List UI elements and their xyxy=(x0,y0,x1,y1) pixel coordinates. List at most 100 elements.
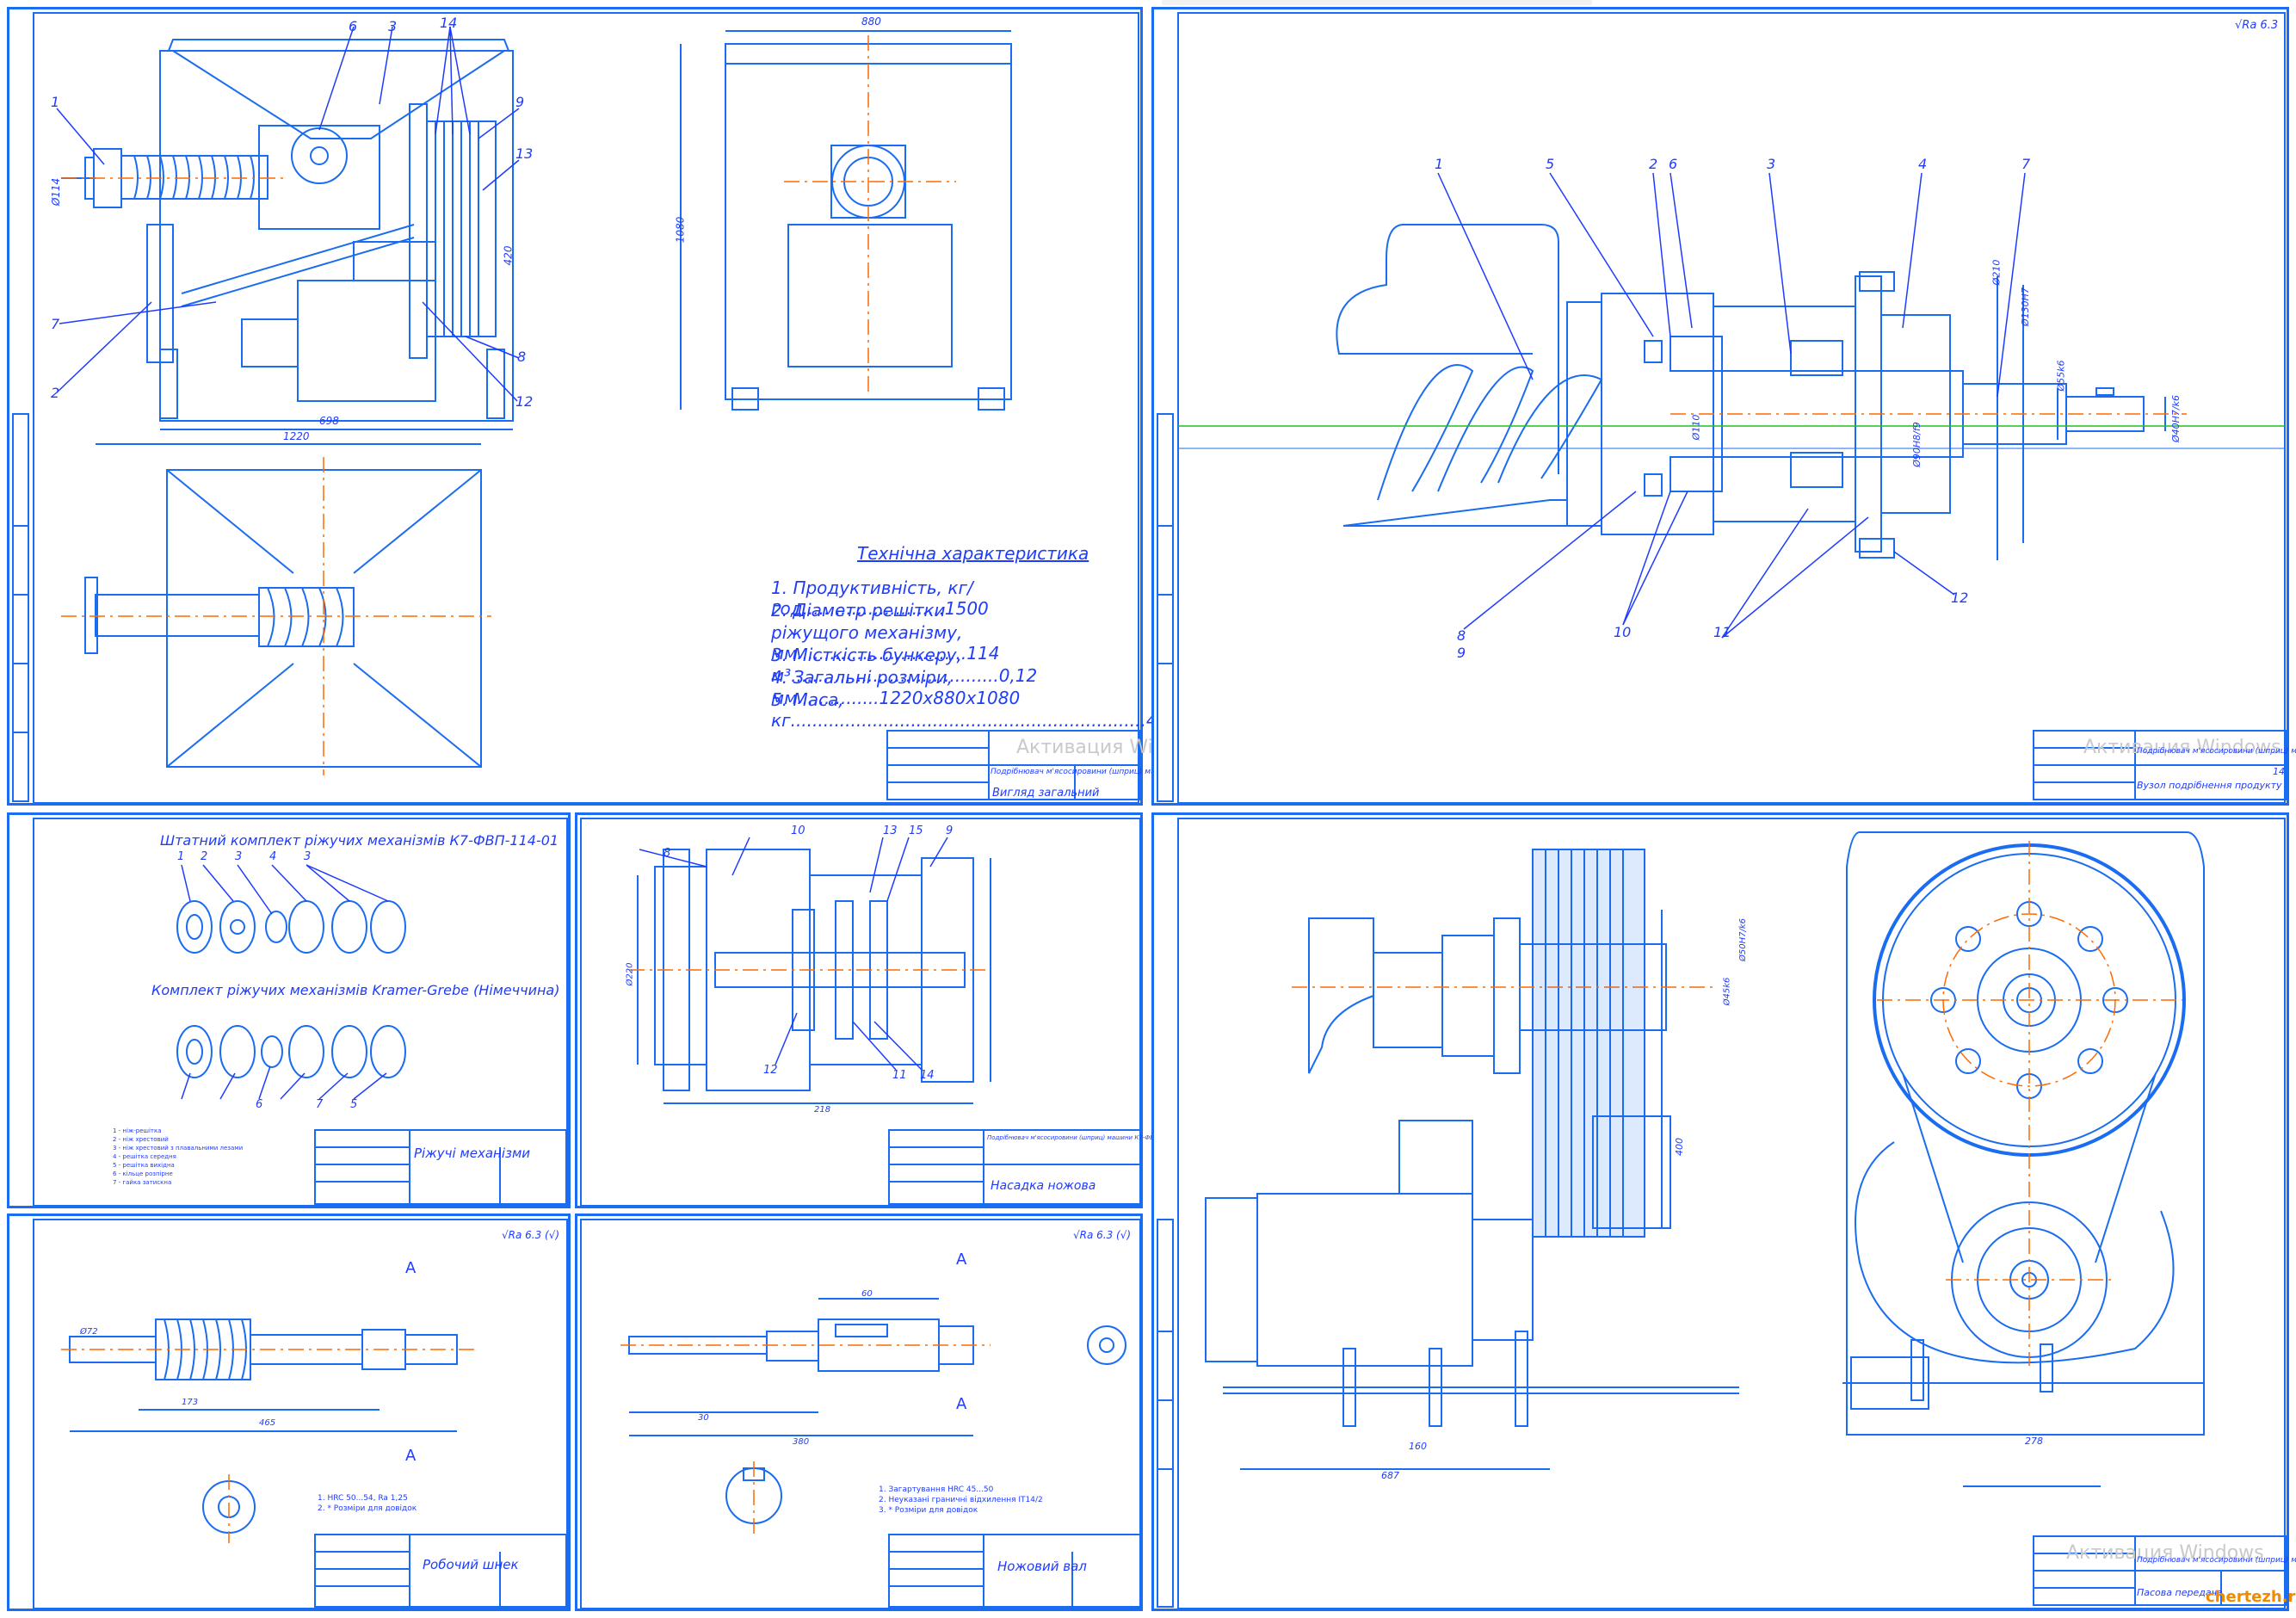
callout-8: 8 xyxy=(517,349,527,365)
callout-3: 3 xyxy=(235,850,243,863)
section-mark-bottom: А xyxy=(405,1447,417,1465)
grinding-unit-drawing xyxy=(1157,12,2287,804)
title-block-drawing-name: Вигляд загальний xyxy=(992,787,1100,800)
dim-173: 173 xyxy=(182,1398,199,1407)
section-mark-top: А xyxy=(405,1259,417,1277)
sheet-general-view[interactable]: 1 2 7 6 3 14 9 13 8 12 880 1080 1220 698… xyxy=(7,7,1241,806)
legend-line: 5 - решітка вихідна xyxy=(113,1162,175,1169)
dim-55: Ø55k6 xyxy=(2055,360,2067,392)
dim-380: 380 xyxy=(793,1437,810,1447)
roughness-mark: √Ra 6.3 (√) xyxy=(1073,1229,1132,1241)
legend-line: 4 - решітка середня xyxy=(113,1153,176,1160)
callout-10: 10 xyxy=(1614,624,1632,640)
dim-278: 278 xyxy=(2025,1436,2043,1447)
sheet-cutting-mechanisms[interactable]: Штатний комплект ріжучих механізмів К7-Ф… xyxy=(7,812,571,1208)
legend-line: 6 - кільце розпірне xyxy=(113,1170,173,1177)
callout-9: 9 xyxy=(946,824,954,837)
title-block-doc-title: Подрібнювач м'ясосировини (шприц) машини… xyxy=(2137,747,2296,756)
note-line: 2. Неуказані граничні відхилення IT14/2 xyxy=(879,1496,1043,1504)
spec-line-3: ріжущого механізму, мм..................… xyxy=(771,622,1000,664)
callout-14: 14 xyxy=(440,15,458,31)
knife-attachment-drawing xyxy=(580,818,1141,1207)
callout-8: 8 xyxy=(1457,627,1466,644)
dim-width-top: 880 xyxy=(861,15,881,28)
callout-12: 12 xyxy=(515,393,534,410)
callout-11: 11 xyxy=(1713,624,1731,640)
dim-465: 465 xyxy=(259,1418,276,1428)
section-mark-top: А xyxy=(956,1251,967,1269)
dim-base-front: 698 xyxy=(319,415,339,427)
dim-110: Ø110 xyxy=(1690,414,1702,441)
callout-15: 15 xyxy=(909,824,923,837)
callout-7: 7 xyxy=(51,316,60,332)
belt-drive-drawing xyxy=(1157,818,2287,1609)
cutting-mechanisms-drawing xyxy=(33,818,568,1207)
dim-90: Ø90H8/f9 xyxy=(1910,422,1923,467)
spec-line-5: 4. Загальні розміри, мм...............12… xyxy=(771,667,1021,708)
notes: 1. Загартування HRC 45...50 2. Неуказані… xyxy=(879,1485,1043,1516)
working-screw-drawing xyxy=(33,1219,568,1609)
callout-3: 3 xyxy=(388,18,398,34)
heading-kramer-grebe-set: Комплект ріжучих механізмів Kramer-Grebe… xyxy=(151,982,560,998)
knife-shaft-drawing xyxy=(580,1219,1141,1609)
callout-12: 12 xyxy=(763,1064,778,1077)
dim-210: Ø210 xyxy=(1990,259,2003,286)
callout-9: 9 xyxy=(1457,645,1466,661)
callout-7: 7 xyxy=(2021,156,2031,172)
sheet-knife-attachment[interactable]: 8 10 13 15 9 12 11 14 Ø220 218 Подрібнюв… xyxy=(575,812,1182,1208)
dim-height-pulley: 420 xyxy=(502,245,515,266)
heading-standard-set: Штатний комплект ріжучих механізмів К7-Ф… xyxy=(160,832,559,849)
callout-8: 8 xyxy=(663,847,671,860)
spec-line-1: 1. Продуктивність, кг/год...............… xyxy=(771,577,989,619)
callout-1: 1 xyxy=(1435,156,1444,172)
callout-7: 7 xyxy=(316,1098,324,1111)
spec-title: Технічна характеристика xyxy=(857,543,1089,564)
dim-130: Ø130H7 xyxy=(2019,287,2031,326)
callout-3b: 3 xyxy=(304,850,312,863)
sheet-grinding-unit[interactable]: √Ra 6.3 1 5 2 6 3 4 7 8 9 10 11 12 Ø210 … xyxy=(1151,7,2296,806)
legend-line: 2 - ніж хрестовий xyxy=(113,1136,169,1143)
sheet-knife-shaft[interactable]: √Ra 6.3 (√) А А 380 30 60 1. Загартуванн… xyxy=(575,1214,1143,1611)
callout-5: 5 xyxy=(350,1098,358,1111)
roughness-mark: √Ra 6.3 xyxy=(2235,19,2279,32)
notes: 1. HRC 50...54, Ra 1,25 2. * Розміри для… xyxy=(318,1493,417,1514)
toolbar-strip xyxy=(1162,0,1592,5)
callout-4: 4 xyxy=(1918,156,1928,172)
callout-2: 2 xyxy=(201,850,208,863)
callout-10: 10 xyxy=(791,824,805,837)
callout-1: 1 xyxy=(177,850,185,863)
callout-9: 9 xyxy=(515,94,525,110)
callout-13: 13 xyxy=(883,824,898,837)
note-line: 2. * Розміри для довідок xyxy=(318,1504,417,1513)
sheet-working-screw[interactable]: √Ra 6.3 (√) А А 465 173 Ø72 1. HRC 50...… xyxy=(7,1214,571,1611)
legend-line: 7 - гайка затискна xyxy=(113,1179,172,1186)
callout-5: 5 xyxy=(1546,156,1555,172)
callout-6: 6 xyxy=(1669,156,1678,172)
note-line: 3. * Розміри для довідок xyxy=(879,1506,978,1515)
callout-6: 6 xyxy=(256,1098,263,1111)
dim-72: Ø72 xyxy=(80,1327,98,1337)
legend-line: 1 - ніж-решітка xyxy=(113,1127,162,1134)
roughness-mark: √Ra 6.3 (√) xyxy=(502,1229,560,1241)
title-block-drawing-name: Робочий шнек xyxy=(423,1557,519,1572)
title-block-doc-title: Подрібнювач м'ясосировини (шприц) машини… xyxy=(987,1134,1182,1141)
dim-160: 160 xyxy=(1409,1441,1427,1452)
callout-2: 2 xyxy=(51,385,60,401)
title-block-drawing-name: Насадка ножова xyxy=(991,1179,1096,1193)
dim-40: Ø40H7/k6 xyxy=(2170,395,2182,442)
title-block-doc-title: Подрібнювач м'ясосировини (шприц) машини… xyxy=(2137,1556,2296,1565)
dim-220: Ø220 xyxy=(625,962,635,986)
dim-45: Ø45k6 xyxy=(1722,977,1732,1006)
dim-height-side: 1080 xyxy=(674,216,687,244)
sheet-belt-drive[interactable]: 400 160 687 278 Ø45k6 Ø50H7/k6 Активация… xyxy=(1151,812,2296,1611)
spec-line-4: 3. Місткість бункеру, м³................… xyxy=(771,645,1038,686)
dim-687: 687 xyxy=(1381,1470,1399,1481)
title-block-drawing-name: Вузол подрібнення продукту xyxy=(2137,780,2282,791)
note-line: 1. HRC 50...54, Ra 1,25 xyxy=(318,1494,408,1503)
callout-13: 13 xyxy=(515,145,534,162)
spec-line-6: 5. Маса, кг.............................… xyxy=(771,689,1179,731)
title-block-sheet-no: 14 xyxy=(2273,766,2285,777)
dim-218: 218 xyxy=(814,1105,831,1115)
callout-4: 4 xyxy=(269,850,277,863)
